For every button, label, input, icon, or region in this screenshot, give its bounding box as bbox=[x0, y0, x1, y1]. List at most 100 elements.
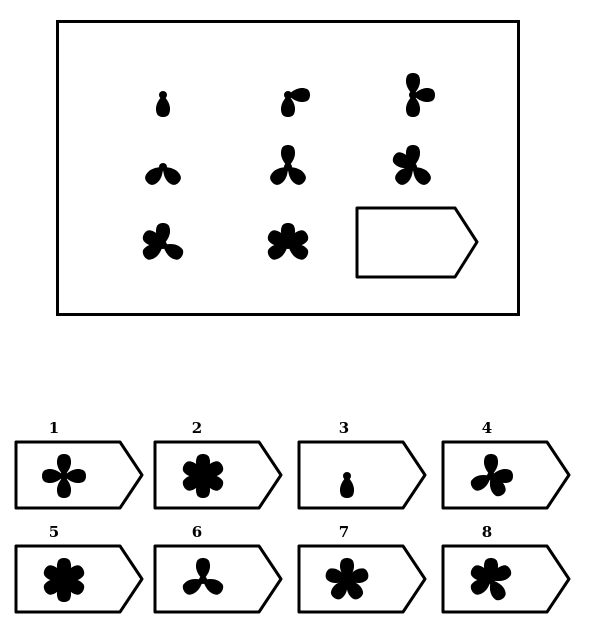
leaf-shape bbox=[470, 578, 491, 595]
option-number: 6 bbox=[191, 523, 203, 541]
option-2[interactable]: 2 bbox=[153, 420, 283, 510]
option-frame bbox=[297, 440, 427, 510]
matrix-figure bbox=[392, 145, 431, 185]
leaf-shape bbox=[182, 578, 203, 595]
leaf-shape bbox=[182, 461, 203, 478]
leaf-center bbox=[284, 91, 292, 99]
matrix-cell-4 bbox=[123, 129, 203, 199]
leaf-shape bbox=[405, 95, 421, 117]
leaf-figure bbox=[280, 87, 310, 117]
leaf-shape bbox=[163, 167, 181, 185]
leaf-center bbox=[199, 576, 207, 584]
leaf-shape bbox=[270, 167, 288, 185]
leaf-center bbox=[60, 472, 68, 480]
option-number: 4 bbox=[481, 419, 493, 437]
leaf-shape bbox=[142, 243, 163, 260]
leaf-shape bbox=[182, 474, 203, 491]
option-card bbox=[14, 544, 144, 614]
leaf-shape bbox=[145, 167, 163, 185]
leaf-center bbox=[487, 472, 495, 480]
option-number: 3 bbox=[338, 419, 350, 437]
option-card bbox=[14, 440, 144, 510]
leaf-center bbox=[409, 91, 417, 99]
leaf-shape bbox=[405, 73, 421, 95]
matrix-figure bbox=[405, 73, 435, 117]
leaf-center bbox=[284, 163, 292, 171]
leaf-shape bbox=[280, 145, 296, 167]
leaf-shape bbox=[470, 474, 491, 491]
option-card bbox=[441, 544, 571, 614]
leaf-figure bbox=[392, 145, 431, 185]
leaf-shape bbox=[489, 476, 506, 497]
option-frame bbox=[153, 544, 283, 614]
matrix-figure bbox=[270, 145, 306, 185]
leaf-figure bbox=[155, 91, 171, 117]
option-card bbox=[153, 544, 283, 614]
leaf-shape bbox=[267, 230, 288, 247]
leaf-shape bbox=[491, 565, 512, 582]
option-8[interactable]: 8 bbox=[441, 524, 571, 614]
option-3[interactable]: 3 bbox=[297, 420, 427, 510]
matrix-figure bbox=[267, 223, 309, 260]
leaf-center bbox=[159, 91, 167, 99]
leaf-figure bbox=[325, 558, 369, 600]
leaf-shape bbox=[142, 230, 163, 247]
option-card bbox=[297, 440, 427, 510]
option-number: 5 bbox=[48, 523, 60, 541]
leaf-shape bbox=[288, 230, 309, 247]
option-card bbox=[297, 544, 427, 614]
leaf-shape bbox=[64, 468, 86, 484]
leaf-center bbox=[60, 576, 68, 584]
leaf-shape bbox=[195, 558, 211, 580]
leaf-shape bbox=[413, 167, 431, 185]
leaf-shape bbox=[325, 568, 347, 584]
leaf-center bbox=[159, 163, 167, 171]
matrix-panel bbox=[56, 20, 520, 316]
leaf-center bbox=[284, 241, 292, 249]
leaf-shape bbox=[489, 580, 506, 601]
matrix-figure bbox=[145, 163, 181, 185]
option-card bbox=[441, 440, 571, 510]
leaf-shape bbox=[288, 167, 306, 185]
matrix-cell-3 bbox=[373, 57, 453, 127]
leaf-shape bbox=[347, 568, 369, 584]
option-1[interactable]: 1 bbox=[14, 420, 144, 510]
leaf-shape bbox=[346, 580, 364, 600]
leaf-shape bbox=[267, 243, 288, 260]
leaf-shape bbox=[339, 476, 355, 498]
option-number: 2 bbox=[191, 419, 203, 437]
leaf-shape bbox=[64, 578, 85, 595]
leaf-shape bbox=[392, 152, 413, 169]
matrix-figure bbox=[142, 223, 184, 260]
option-4[interactable]: 4 bbox=[441, 420, 571, 510]
matrix-cell-6 bbox=[373, 129, 453, 199]
leaf-shape bbox=[56, 476, 72, 498]
leaf-shape bbox=[330, 580, 348, 600]
leaf-shape bbox=[413, 87, 435, 103]
matrix-cell-7 bbox=[123, 207, 203, 277]
leaf-center bbox=[487, 576, 495, 584]
leaf-shape bbox=[288, 243, 309, 260]
leaf-shape bbox=[56, 454, 72, 476]
matrix-cell-1 bbox=[123, 57, 203, 127]
leaf-shape bbox=[470, 565, 491, 582]
option-number: 8 bbox=[481, 523, 493, 541]
leaf-shape bbox=[64, 565, 85, 582]
answer-blank-slot bbox=[355, 206, 479, 279]
matrix-cell-5 bbox=[248, 129, 328, 199]
leaf-shape bbox=[155, 95, 171, 117]
option-6[interactable]: 6 bbox=[153, 524, 283, 614]
matrix-figure bbox=[280, 87, 310, 117]
leaf-figure bbox=[270, 145, 306, 185]
leaf-figure bbox=[267, 223, 309, 260]
leaf-center bbox=[343, 472, 351, 480]
leaf-shape bbox=[203, 461, 224, 478]
leaf-figure bbox=[42, 454, 86, 498]
leaf-center bbox=[159, 241, 167, 249]
option-5[interactable]: 5 bbox=[14, 524, 144, 614]
leaf-center bbox=[409, 163, 417, 171]
leaf-center bbox=[199, 472, 207, 480]
option-7[interactable]: 7 bbox=[297, 524, 427, 614]
option-number: 7 bbox=[338, 523, 350, 541]
leaf-shape bbox=[43, 578, 64, 595]
